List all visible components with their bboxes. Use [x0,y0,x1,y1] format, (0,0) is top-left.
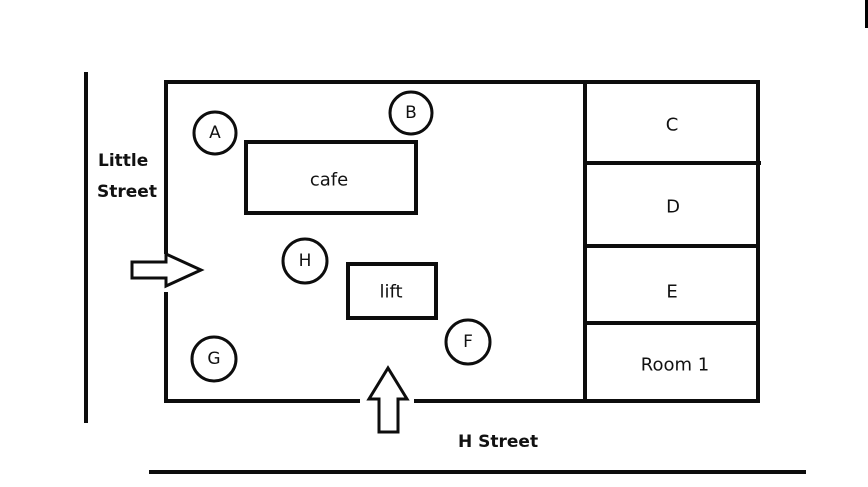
marker-a-label: A [209,123,221,143]
room-e-label: E [666,282,677,303]
cafe-label: cafe [310,170,348,191]
lift-label: lift [379,282,402,303]
marker-g-circle [190,335,238,383]
marker-h-label: H [299,251,312,271]
marker-h: H [281,237,329,285]
marker-h-circle [281,237,329,285]
room-1-label: Room 1 [641,355,709,376]
marker-b-label: B [405,103,417,123]
room-c: C [666,115,679,136]
little-street-label: Little Street [97,151,157,202]
arrow-up-icon [366,365,410,434]
cafe-room: cafe [244,140,418,215]
marker-a: A [192,110,238,156]
room-1: Room 1 [641,355,709,376]
room-d: D [666,197,680,218]
marker-f-label: F [463,332,473,352]
cafe-box [244,140,418,215]
marker-g-label: G [207,349,220,369]
marker-b-circle [388,90,434,136]
little-street-label-line-1: Little [98,151,148,171]
marker-g: G [190,335,238,383]
arrow-right-icon [130,251,205,289]
marker-a-circle [192,110,238,156]
marker-b: B [388,90,434,136]
lift-room: lift [346,262,438,320]
room-d-label: D [666,197,680,218]
right-edge-mark [865,0,868,28]
lift-box [346,262,438,320]
marker-f: F [444,318,492,366]
little-street-label-line-2: Street [97,182,157,202]
room-e: E [666,282,677,303]
room-c-label: C [666,115,679,136]
marker-f-circle [444,318,492,366]
h-street-label: H Street [458,432,538,452]
